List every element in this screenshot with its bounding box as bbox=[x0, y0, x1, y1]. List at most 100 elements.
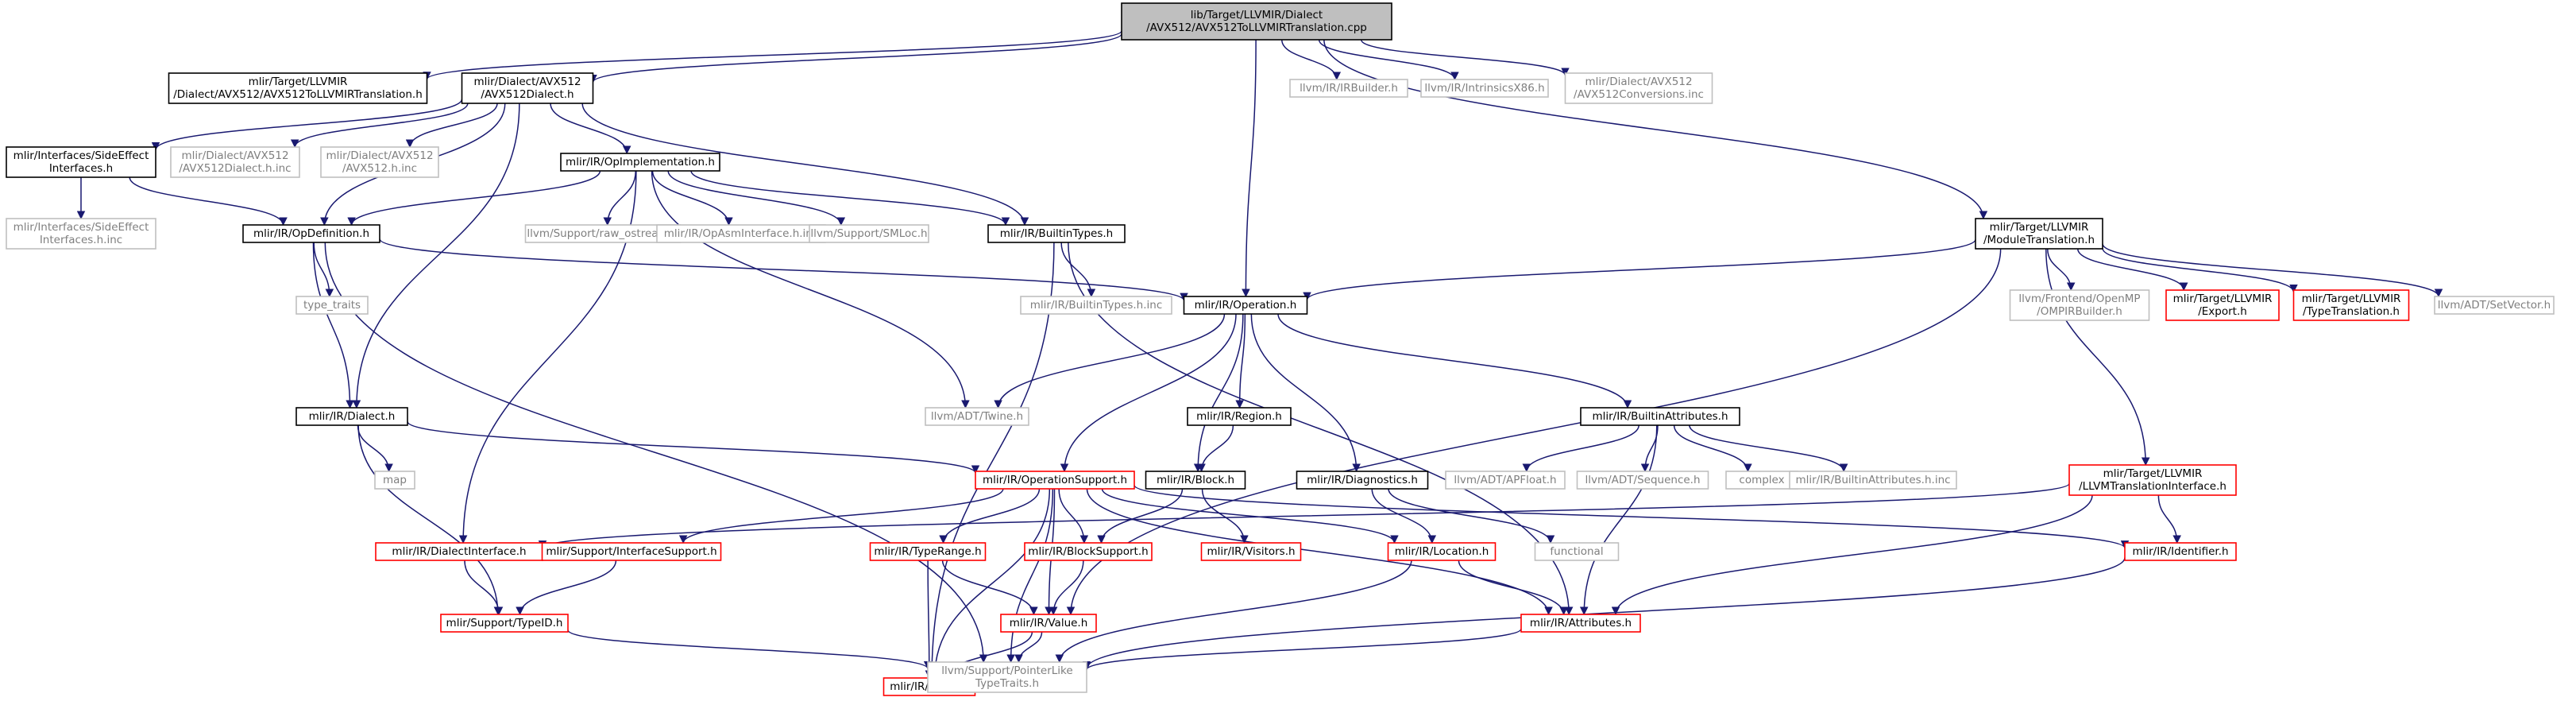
node-box bbox=[374, 471, 415, 490]
node-identifier[interactable]: mlir/IR/Identifier.h bbox=[2124, 542, 2237, 561]
node-location[interactable]: mlir/IR/Location.h bbox=[1387, 542, 1497, 561]
edge-moduletranslation-to-operation bbox=[1303, 238, 1976, 301]
node-smloc[interactable]: llvm/Support/SMLoc.h bbox=[809, 224, 929, 243]
edge-builtinattributes-to-builtinattributes-inc bbox=[1689, 424, 1848, 473]
node-label-line: llvm/ADT/Twine.h bbox=[931, 410, 1023, 423]
edge-avx512dialect-to-builtintypes bbox=[581, 103, 1029, 227]
edge-opimplementation-to-smloc bbox=[667, 170, 845, 227]
node-box bbox=[295, 296, 369, 315]
node-value[interactable]: mlir/IR/Value.h bbox=[1000, 614, 1097, 633]
node-sideeffect-inc[interactable]: mlir/Interfaces/SideEffectInterfaces.h.i… bbox=[6, 218, 156, 250]
node-label-line: /Export.h bbox=[2198, 305, 2247, 318]
edge-root-to-irbuilder bbox=[1281, 39, 1342, 81]
node-label-line: /LLVMTranslationInterface.h bbox=[2079, 480, 2226, 493]
node-label-line: mlir/IR/Dialect.h bbox=[309, 410, 396, 423]
node-opasminterface[interactable]: mlir/IR/OpAsmInterface.h.inc bbox=[656, 224, 826, 243]
edge-dialect-to-typeid bbox=[357, 424, 503, 616]
node-avx512conversions[interactable]: mlir/Dialect/AVX512/AVX512Conversions.in… bbox=[1564, 72, 1713, 104]
node-label-line: map bbox=[383, 474, 407, 486]
node-builtinattributes[interactable]: mlir/IR/BuiltinAttributes.h bbox=[1580, 407, 1740, 426]
node-label-line: mlir/IR/Region.h bbox=[1196, 410, 1282, 423]
node-dialect[interactable]: mlir/IR/Dialect.h bbox=[295, 407, 408, 426]
node-avx512tollvmir[interactable]: mlir/Target/LLVMIR/Dialect/AVX512/AVX512… bbox=[168, 72, 428, 104]
node-attributes[interactable]: mlir/IR/Attributes.h bbox=[1520, 614, 1641, 633]
node-sequence[interactable]: llvm/ADT/Sequence.h bbox=[1576, 471, 1709, 490]
node-apfloat[interactable]: llvm/ADT/APFloat.h bbox=[1445, 471, 1566, 490]
node-avx512dialect-inc[interactable]: mlir/Dialect/AVX512/AVX512Dialect.h.inc bbox=[170, 146, 300, 178]
node-functional[interactable]: functional bbox=[1534, 542, 1620, 561]
node-builtinattributes-inc[interactable]: mlir/IR/BuiltinAttributes.h.inc bbox=[1789, 471, 1957, 490]
edge-avx512dialect-to-dialect bbox=[352, 103, 520, 409]
edge-operationsupport-to-interfacesupport bbox=[679, 488, 1004, 544]
node-box bbox=[541, 542, 722, 561]
edge-builtintypes-to-builtintypes-inc bbox=[1060, 242, 1096, 298]
node-box bbox=[1145, 471, 1246, 490]
edge-builtinattributes-to-apfloat bbox=[1522, 424, 1639, 473]
node-label-line: mlir/IR/Operation.h bbox=[1195, 299, 1297, 312]
node-avx512dialect[interactable]: mlir/Dialect/AVX512/AVX512Dialect.h bbox=[461, 72, 594, 104]
node-operationsupport[interactable]: mlir/IR/OperationSupport.h bbox=[975, 471, 1135, 490]
node-region[interactable]: mlir/IR/Region.h bbox=[1187, 407, 1292, 426]
node-builtintypes-inc[interactable]: mlir/IR/BuiltinTypes.h.inc bbox=[1020, 296, 1172, 315]
node-box bbox=[927, 661, 1087, 693]
node-label-line: mlir/IR/Value.h bbox=[1010, 617, 1088, 629]
node-setvector[interactable]: llvm/ADT/SetVector.h bbox=[2434, 296, 2555, 315]
edge-typerange-to-types bbox=[925, 560, 934, 680]
node-moduletranslation[interactable]: mlir/Target/LLVMIR/ModuleTranslation.h bbox=[1975, 218, 2103, 250]
node-label-line: llvm/Support/PointerLike bbox=[941, 664, 1072, 677]
node-interfacesupport[interactable]: mlir/Support/InterfaceSupport.h bbox=[541, 542, 722, 561]
node-complex[interactable]: complex bbox=[1725, 471, 1798, 490]
node-opimplementation[interactable]: mlir/IR/OpImplementation.h bbox=[560, 153, 720, 172]
node-box bbox=[925, 407, 1029, 426]
node-box bbox=[1200, 542, 1302, 561]
edge-moduletranslation-to-llvmtranslationinterface bbox=[2045, 248, 2150, 467]
node-label-line: /TypeTranslation.h bbox=[2303, 305, 2400, 318]
node-box bbox=[1289, 79, 1408, 98]
edge-opdefinition-to-type-traits bbox=[313, 242, 334, 298]
node-label-line: Interfaces.h bbox=[49, 162, 113, 175]
node-opdefinition[interactable]: mlir/IR/OpDefinition.h bbox=[242, 224, 380, 243]
node-typetranslation[interactable]: mlir/Target/LLVMIR/TypeTranslation.h bbox=[2292, 289, 2410, 321]
node-intrinsicsx86[interactable]: llvm/IR/IntrinsicsX86.h bbox=[1420, 79, 1549, 98]
edge-opimplementation-to-raw-ostream bbox=[603, 170, 637, 227]
node-ompirbuilder[interactable]: llvm/Frontend/OpenMP/OMPIRBuilder.h bbox=[2009, 289, 2150, 321]
edge-llvmtranslationinterface-to-attributes bbox=[1611, 494, 2093, 616]
node-label-line: mlir/Target/LLVMIR bbox=[2103, 467, 2203, 480]
node-label-line: mlir/Dialect/AVX512 bbox=[181, 149, 288, 162]
node-irbuilder[interactable]: llvm/IR/IRBuilder.h bbox=[1289, 79, 1408, 98]
node-visitors[interactable]: mlir/IR/Visitors.h bbox=[1200, 542, 1302, 561]
node-blocksupport[interactable]: mlir/IR/BlockSupport.h bbox=[1024, 542, 1153, 561]
node-type-traits[interactable]: type_traits bbox=[295, 296, 369, 315]
edge-operation-to-region bbox=[1235, 313, 1246, 409]
node-map[interactable]: map bbox=[374, 471, 415, 490]
edge-operation-to-builtinattributes bbox=[1277, 313, 1632, 409]
node-dialectinterface[interactable]: mlir/IR/DialectInterface.h bbox=[375, 542, 543, 561]
node-box bbox=[1020, 296, 1172, 315]
edge-builtinattributes-to-sequence bbox=[1640, 424, 1659, 473]
node-diagnostics[interactable]: mlir/IR/Diagnostics.h bbox=[1296, 471, 1429, 490]
node-label-line: llvm/ADT/APFloat.h bbox=[1454, 474, 1556, 486]
node-label-line: llvm/ADT/Sequence.h bbox=[1585, 474, 1700, 486]
node-builtintypes[interactable]: mlir/IR/BuiltinTypes.h bbox=[987, 224, 1126, 243]
node-export[interactable]: mlir/Target/LLVMIR/Export.h bbox=[2165, 289, 2280, 321]
edge-dialectinterface-to-typeid bbox=[464, 560, 504, 616]
edge-operationsupport-to-blocksupport bbox=[1058, 488, 1089, 544]
node-label-line: mlir/IR/BuiltinAttributes.h bbox=[1592, 410, 1728, 423]
node-twine[interactable]: llvm/ADT/Twine.h bbox=[925, 407, 1029, 426]
edge-operationsupport-to-types bbox=[930, 488, 1051, 680]
node-typeid[interactable]: mlir/Support/TypeID.h bbox=[440, 614, 569, 633]
node-block[interactable]: mlir/IR/Block.h bbox=[1145, 471, 1246, 490]
node-root[interactable]: lib/Target/LLVMIR/Dialect/AVX512/AVX512T… bbox=[1121, 2, 1392, 41]
edge-llvmtranslationinterface-to-identifier bbox=[2157, 494, 2181, 544]
node-box bbox=[1024, 542, 1153, 561]
node-operation[interactable]: mlir/IR/Operation.h bbox=[1183, 296, 1308, 315]
node-avx512-inc[interactable]: mlir/Dialect/AVX512/AVX512.h.inc bbox=[320, 146, 439, 178]
edge-opimplementation-to-twine bbox=[651, 170, 970, 409]
node-box bbox=[1183, 296, 1308, 315]
node-typerange[interactable]: mlir/IR/TypeRange.h bbox=[869, 542, 987, 561]
edge-region-to-block bbox=[1197, 424, 1234, 473]
node-llvmtranslationinterface[interactable]: mlir/Target/LLVMIR/LLVMTranslationInterf… bbox=[2068, 464, 2237, 496]
edge-blocksupport-to-value bbox=[1049, 560, 1084, 616]
